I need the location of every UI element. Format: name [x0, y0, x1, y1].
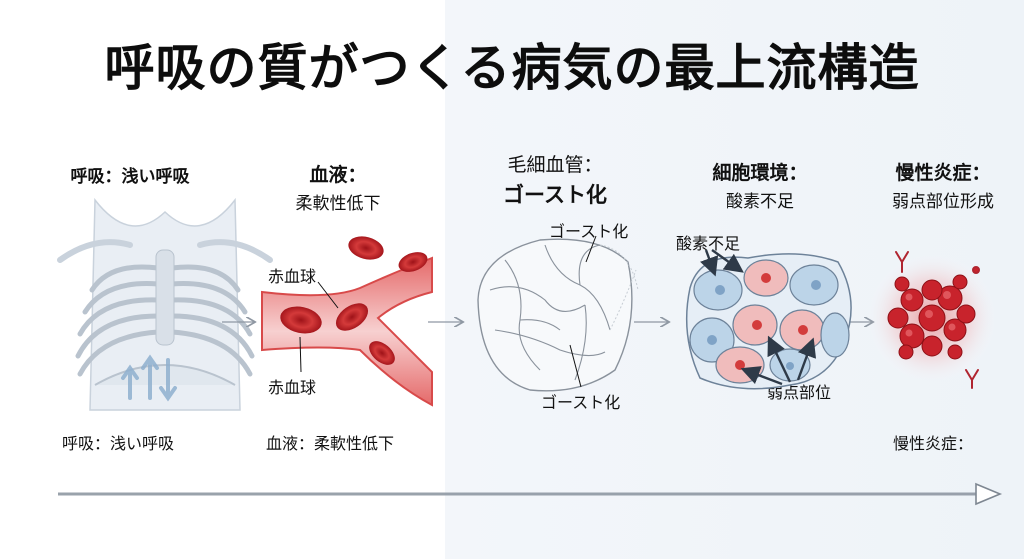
cell-tissue-illustration	[685, 249, 852, 390]
stage-3-header: 毛細血管： ゴースト化	[503, 154, 607, 207]
stage-4-header: 細胞環境： 酸素不足	[712, 162, 808, 212]
ghost-label-top: ゴースト化	[549, 222, 629, 241]
inflamed-cluster-illustration	[866, 251, 998, 389]
blood-vessel-illustration	[261, 236, 433, 407]
page-title: 呼吸の質がつくる病気の最上流構造	[104, 39, 920, 97]
ribcage-illustration	[57, 197, 273, 411]
stage-5-header: 慢性炎症： 弱点部位形成	[892, 162, 994, 212]
stage-1-header: 呼吸：浅い呼吸	[70, 167, 190, 187]
capillary-network-illustration	[477, 235, 639, 392]
weak-point-label: 弱点部位	[767, 383, 832, 402]
rbc-label-top: 赤血球	[268, 267, 317, 286]
stage-5-caption: 慢性炎症：	[893, 434, 974, 453]
rbc-label-bottom: 赤血球	[268, 378, 317, 397]
hypoxia-label: 酸素不足	[676, 234, 741, 253]
stage-2-header: 血液： 柔軟性低下	[295, 164, 381, 214]
timeline-arrow	[58, 482, 1003, 506]
stage-2-caption: 血液：柔軟性低下	[266, 434, 395, 453]
stage-1-caption: 呼吸：浅い呼吸	[62, 434, 175, 453]
ghost-label-bottom: ゴースト化	[541, 393, 621, 412]
